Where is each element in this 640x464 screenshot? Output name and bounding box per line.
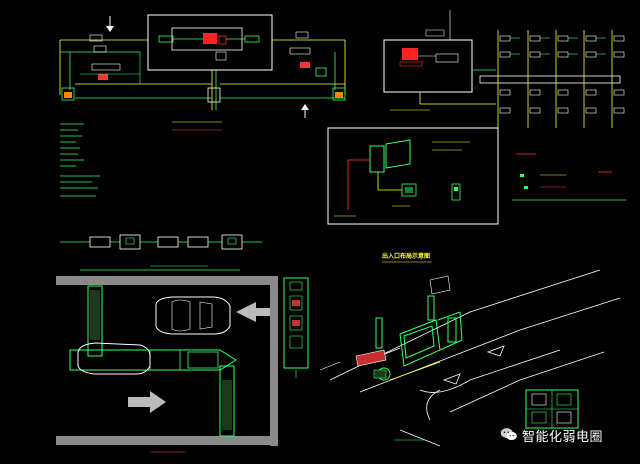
car-top xyxy=(155,296,231,335)
lane-top-wall xyxy=(56,276,278,285)
watermark-text: 智能化弱电圈 xyxy=(522,430,604,445)
entry-arrow-icon xyxy=(236,302,270,322)
server-computer-icon xyxy=(203,33,217,44)
design-notes-block xyxy=(60,123,100,197)
entrance-3d-layout: 出入口布局示意图 xyxy=(319,252,621,447)
exit-arrow-icon xyxy=(128,391,166,413)
system-wiring-diagram xyxy=(59,14,346,131)
legend-block xyxy=(512,153,626,201)
signal-flow-chain xyxy=(60,234,262,250)
entrance-layout-title: 出入口布局示意图 xyxy=(382,252,430,260)
control-center-box xyxy=(147,14,273,71)
parking-lane-layout xyxy=(56,265,309,453)
wechat-icon xyxy=(500,428,517,441)
workstation-box xyxy=(327,127,499,225)
symbol-legend-box xyxy=(525,389,579,429)
workstation-diagram xyxy=(327,127,499,225)
server-room-box xyxy=(383,39,473,93)
core-switch-bar xyxy=(479,75,621,84)
network-topology-diagram xyxy=(383,10,625,128)
pc-tower-icon xyxy=(369,145,385,173)
car-bottom xyxy=(77,342,151,375)
lane-bottom-wall xyxy=(56,436,278,445)
